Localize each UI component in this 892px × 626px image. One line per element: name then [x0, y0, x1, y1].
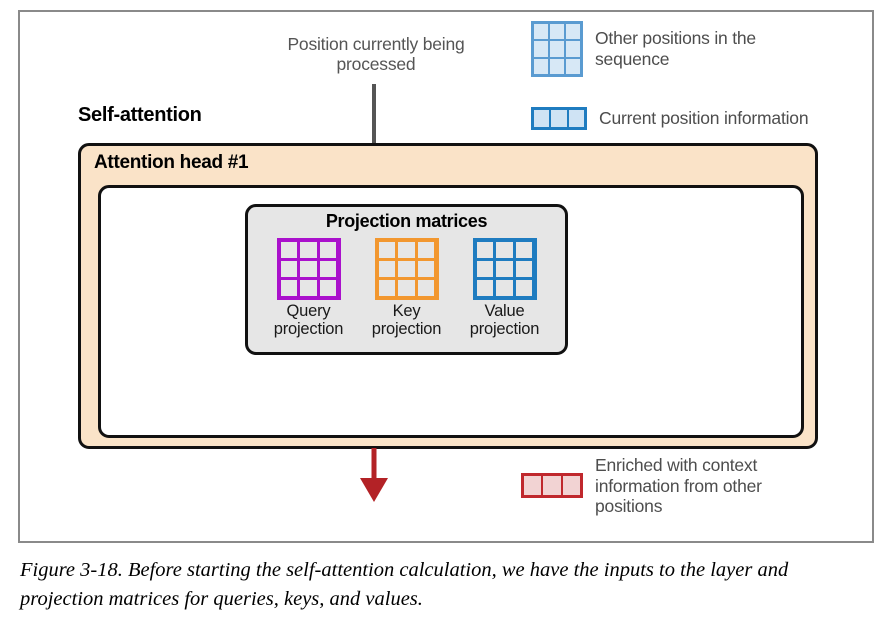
- output-arrow-icon: [360, 448, 388, 502]
- value-matrix-icon: [472, 238, 537, 300]
- projection-matrices-title: Projection matrices: [325, 211, 488, 231]
- position-callout-note: Position currently being processed: [287, 34, 465, 75]
- legend-label-enriched-context: Enriched with context information from o…: [595, 455, 762, 517]
- self-attention-label: Self-attention: [78, 104, 202, 126]
- legend-label-current-position: Current position information: [599, 108, 809, 129]
- key-matrix-icon: [374, 238, 439, 300]
- legend-label-other-positions: Other positions in the sequence: [595, 28, 756, 69]
- figure-caption: Figure 3-18. Before starting the self-at…: [20, 559, 789, 611]
- legend-item-other-positions: Other positions in the sequence: [531, 21, 791, 77]
- projection-item-key: Key projection: [370, 238, 444, 339]
- row-1x3-icon: [531, 107, 587, 130]
- projection-matrices-list: Query projection Key projection Value pr…: [248, 238, 565, 339]
- query-matrix-icon: [276, 238, 341, 300]
- attention-head-inner-panel: Projection matrices Query projection Key…: [98, 185, 804, 438]
- attention-head-box: Attention head #1 Projection matrices Qu…: [78, 143, 818, 449]
- projection-item-value: Value projection: [468, 238, 542, 339]
- projection-matrices-panel: Projection matrices Query projection Key…: [245, 204, 568, 355]
- grid-3x3-icon: [531, 21, 583, 77]
- legend-item-current-position: Current position information: [531, 107, 892, 130]
- value-projection-label: Value projection: [469, 302, 540, 338]
- row-1x3-red-icon: [521, 473, 583, 499]
- projection-item-query: Query projection: [272, 238, 346, 339]
- key-projection-label: Key projection: [371, 302, 442, 338]
- query-projection-label: Query projection: [273, 302, 344, 338]
- legend-item-enriched-context: Enriched with context information from o…: [521, 455, 811, 517]
- attention-head-title: Attention head #1: [94, 152, 249, 173]
